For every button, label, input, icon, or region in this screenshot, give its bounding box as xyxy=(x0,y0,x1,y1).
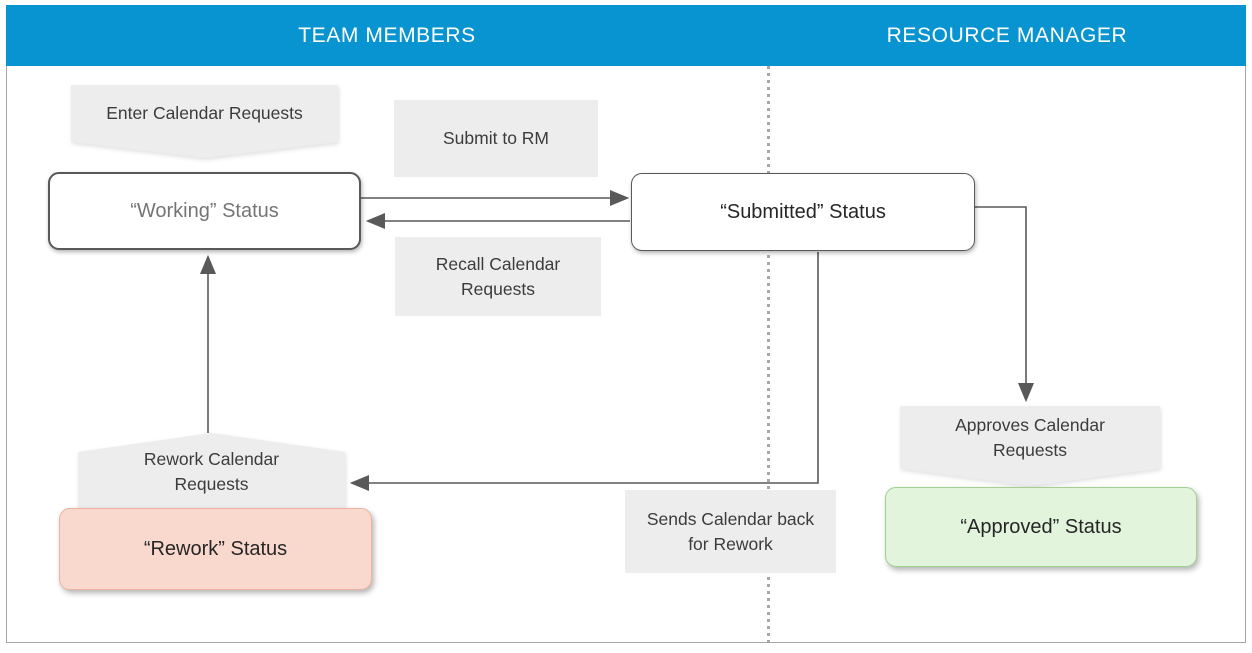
action-label: Sends Calendar back for Rework xyxy=(646,508,815,554)
state-rework-status: “Rework” Status xyxy=(59,508,372,590)
state-submitted-status: “Submitted” Status xyxy=(631,173,975,251)
action-label: Recall Calendar Requests xyxy=(435,253,561,299)
action-submit-to-rm: Submit to RM xyxy=(394,100,598,177)
action-sends-calendar-back-for-rework: Sends Calendar back for Rework xyxy=(625,490,836,573)
state-label: “Submitted” Status xyxy=(720,200,886,223)
state-working-status: “Working” Status xyxy=(48,172,361,250)
action-recall-calendar-requests: Recall Calendar Requests xyxy=(395,237,601,316)
swimlane-header: TEAM MEMBERS RESOURCE MANAGER xyxy=(6,5,1246,66)
state-label: “Rework” Status xyxy=(143,537,288,560)
lane-title-resource-manager: RESOURCE MANAGER xyxy=(886,23,1128,47)
action-enter-calendar-requests: Enter Calendar Requests xyxy=(71,85,338,158)
action-label: Enter Calendar Requests xyxy=(106,103,303,124)
state-label: “Approved” Status xyxy=(960,515,1122,538)
action-rework-calendar-requests: Rework Calendar Requests xyxy=(78,433,345,515)
state-approved-status: “Approved” Status xyxy=(885,487,1197,567)
action-label: Approves Calendar Requests xyxy=(955,415,1105,460)
action-label: Rework Calendar Requests xyxy=(143,449,280,494)
action-approves-calendar-requests: Approves Calendar Requests xyxy=(900,406,1160,486)
action-label: Submit to RM xyxy=(443,128,549,149)
state-label: “Working” Status xyxy=(130,199,279,222)
lane-title-team-members: TEAM MEMBERS xyxy=(298,23,476,47)
